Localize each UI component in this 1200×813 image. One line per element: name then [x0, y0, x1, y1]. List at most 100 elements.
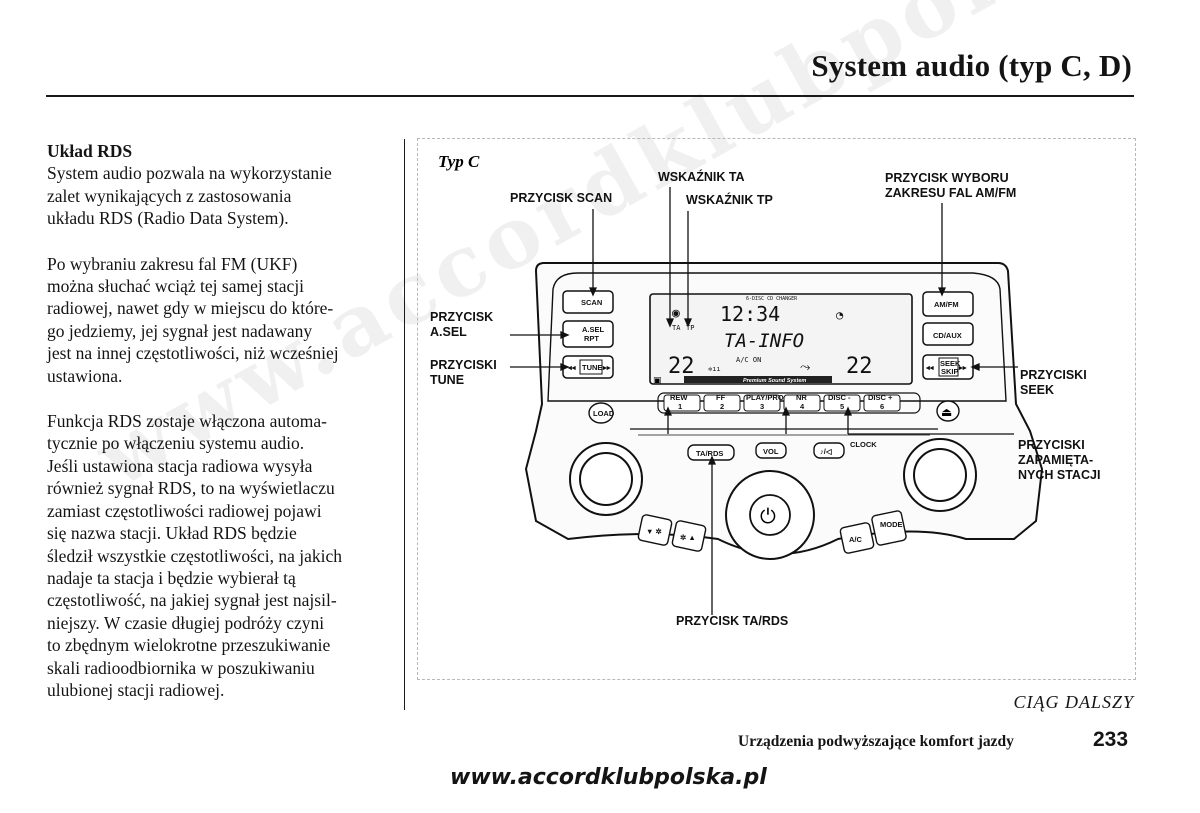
text-line: zamiast częstotliwości radiowej pojawi: [47, 500, 322, 521]
eject-icon: ⏏: [941, 405, 952, 419]
text-line: ulubionej stacji radiowej.: [47, 679, 225, 700]
lcd-temp-left: 22: [668, 354, 695, 379]
preset-4-button[interactable]: [783, 394, 821, 412]
text-line: tycznie po włączeniu systemu audio.: [47, 433, 305, 454]
text-line: System audio pozwala na wykorzystanie: [47, 163, 332, 184]
callout-tune-2: TUNE: [430, 373, 464, 387]
preset-5-button[interactable]: [823, 394, 861, 412]
ac-button[interactable]: [839, 522, 875, 554]
eject-button[interactable]: [936, 400, 960, 422]
speaker-icon: ▣: [653, 375, 662, 385]
fan-icon: ✲ıı: [708, 365, 721, 373]
preset-5-label: 5: [840, 402, 844, 411]
fan-up-button[interactable]: [671, 520, 707, 552]
preset-5-sublabel: DISC -: [828, 393, 851, 402]
preset-6-label: 6: [880, 402, 884, 411]
asel-button-label: A.SEL: [582, 325, 605, 334]
fan-down-button[interactable]: [637, 514, 673, 546]
vol-button-label: VOL: [763, 447, 779, 456]
load-button-label: LOAD: [593, 409, 615, 418]
sound-mute-icon: ♪/◁: [820, 447, 833, 456]
lcd-temp-right: 22: [846, 354, 873, 379]
lcd-top-label: 6-DISC CD CHANGER: [746, 296, 798, 302]
leader-lines: [510, 187, 1018, 615]
preset-6-button[interactable]: [863, 394, 901, 412]
paragraph-3: Funkcja RDS zostaje włączona automa- tyc…: [47, 410, 392, 701]
power-icon: ⏻: [760, 506, 776, 528]
paragraph-2: Po wybraniu zakresu fal FM (UKF) można s…: [47, 253, 392, 387]
callout-asel-2: A.SEL: [430, 325, 467, 339]
lcd-ac-status: A/C ON: [736, 356, 761, 364]
preset-3-button[interactable]: [743, 394, 781, 412]
text-line: układu RDS (Radio Data System).: [47, 208, 289, 229]
seek-button-label: SEEK: [940, 359, 961, 368]
text-line: to zbędnym wielokrotne przeszukiwanie: [47, 635, 331, 656]
callout-band-1: PRZYCISK WYBORU: [885, 171, 1009, 185]
fan-down-label: ▼ ✲: [646, 527, 663, 536]
preset-3-sublabel: PLAY/PROG: [746, 393, 790, 402]
volume-knob[interactable]: [725, 470, 815, 560]
preset-2-label: 2: [720, 402, 724, 411]
text-column: Układ RDS System audio pozwala na wykorz…: [47, 140, 392, 724]
page-number: 233: [1093, 728, 1129, 751]
mode-button[interactable]: [871, 510, 907, 546]
website-url: www.accordklubpolska.pl: [450, 765, 767, 790]
ac-button-label: A/C: [849, 535, 863, 544]
vol-button[interactable]: [755, 442, 787, 459]
audio-panel-diagram: Typ C SCAN A.SEL RPT ◂◂ TUNE ▸▸ AM/FM CD…: [430, 152, 1100, 628]
header-rule: [46, 95, 1134, 97]
callout-tards: PRZYCISK TA/RDS: [676, 614, 788, 628]
scan-button-label: SCAN: [581, 298, 602, 307]
preset-4-sublabel: NR: [796, 393, 807, 402]
asel-button-label-2: RPT: [584, 334, 599, 343]
preset-4-label: 4: [800, 402, 805, 411]
load-button[interactable]: [588, 402, 614, 424]
cdaux-button[interactable]: [922, 322, 974, 346]
tune-label-box: [579, 359, 603, 375]
text-line: częstotliwość, na jakiej sygnał jest naj…: [47, 590, 337, 611]
fan-up-label: ✲ ▲: [680, 533, 696, 542]
text-line: również sygnał RDS, to na wyświetlaczu: [47, 478, 335, 499]
text-line: śledził wszystkie częstotliwości, na jak…: [47, 545, 342, 566]
lcd-display: [649, 293, 913, 385]
text-line: Jeśli ustawiona stacja radiowa wysyła: [47, 455, 313, 476]
preset-2-button[interactable]: [703, 394, 741, 412]
preset-1-button[interactable]: [663, 394, 701, 412]
continued-label: CIĄG DALSZY: [1013, 692, 1134, 712]
text-line: można słuchać wciąż tej samej stacji: [47, 276, 305, 297]
lcd-clock: 12:34: [720, 302, 780, 326]
seek-label-box: [938, 357, 959, 377]
callout-wskaznik-ta: WSKAŹNIK TA: [658, 169, 745, 184]
callout-seek-1: PRZYCISKI: [1020, 368, 1087, 382]
amfm-button-label: AM/FM: [934, 300, 959, 309]
tards-button-label: TA/RDS: [696, 449, 723, 458]
preset-6-sublabel: DISC +: [868, 393, 893, 402]
callout-preset-2: ZAPAMIĘTA-: [1018, 453, 1093, 467]
preset-1-label: 1: [678, 402, 682, 411]
text-line: jest na innej częstotliwości, niż wcześn…: [47, 343, 339, 364]
section-heading: Układ RDS: [47, 141, 133, 161]
text-line: skali radioodbiornika w poszukiwaniu: [47, 657, 315, 678]
footer-section-name: Urządzenia podwyższające komfort jazdy: [738, 733, 1014, 750]
callout-seek-2: SEEK: [1020, 383, 1054, 397]
text-line: radiowej, nawet gdy w miejscu do które-: [47, 298, 334, 319]
text-line: Po wybraniu zakresu fal FM (UKF): [47, 253, 298, 274]
text-line: go jedziemy, jej sygnał jest nadawany: [47, 320, 313, 341]
preset-strip: [657, 392, 921, 414]
right-knob-inner: [913, 448, 967, 502]
left-knob-inner: [579, 452, 633, 506]
tune-up-icon: ▸▸: [602, 363, 612, 372]
scan-button[interactable]: [562, 290, 614, 314]
brand-label: Premium Sound System: [743, 378, 806, 384]
sound-mute-button[interactable]: [813, 442, 845, 459]
callout-wskaznik-tp: WSKAŹNIK TP: [686, 192, 773, 207]
callout-scan: PRZYCISK SCAN: [510, 191, 612, 205]
amfm-button[interactable]: [922, 291, 974, 317]
page-title: System audio (typ C, D): [811, 48, 1132, 83]
column-divider: [404, 139, 405, 710]
volume-knob-ring: [749, 494, 791, 536]
tune-down-icon: ◂◂: [567, 363, 577, 372]
callout-asel-1: PRZYCISK: [430, 310, 493, 324]
seek-down-icon: ◂◂: [925, 363, 935, 372]
callout-tune-1: PRZYCISKI: [430, 358, 497, 372]
